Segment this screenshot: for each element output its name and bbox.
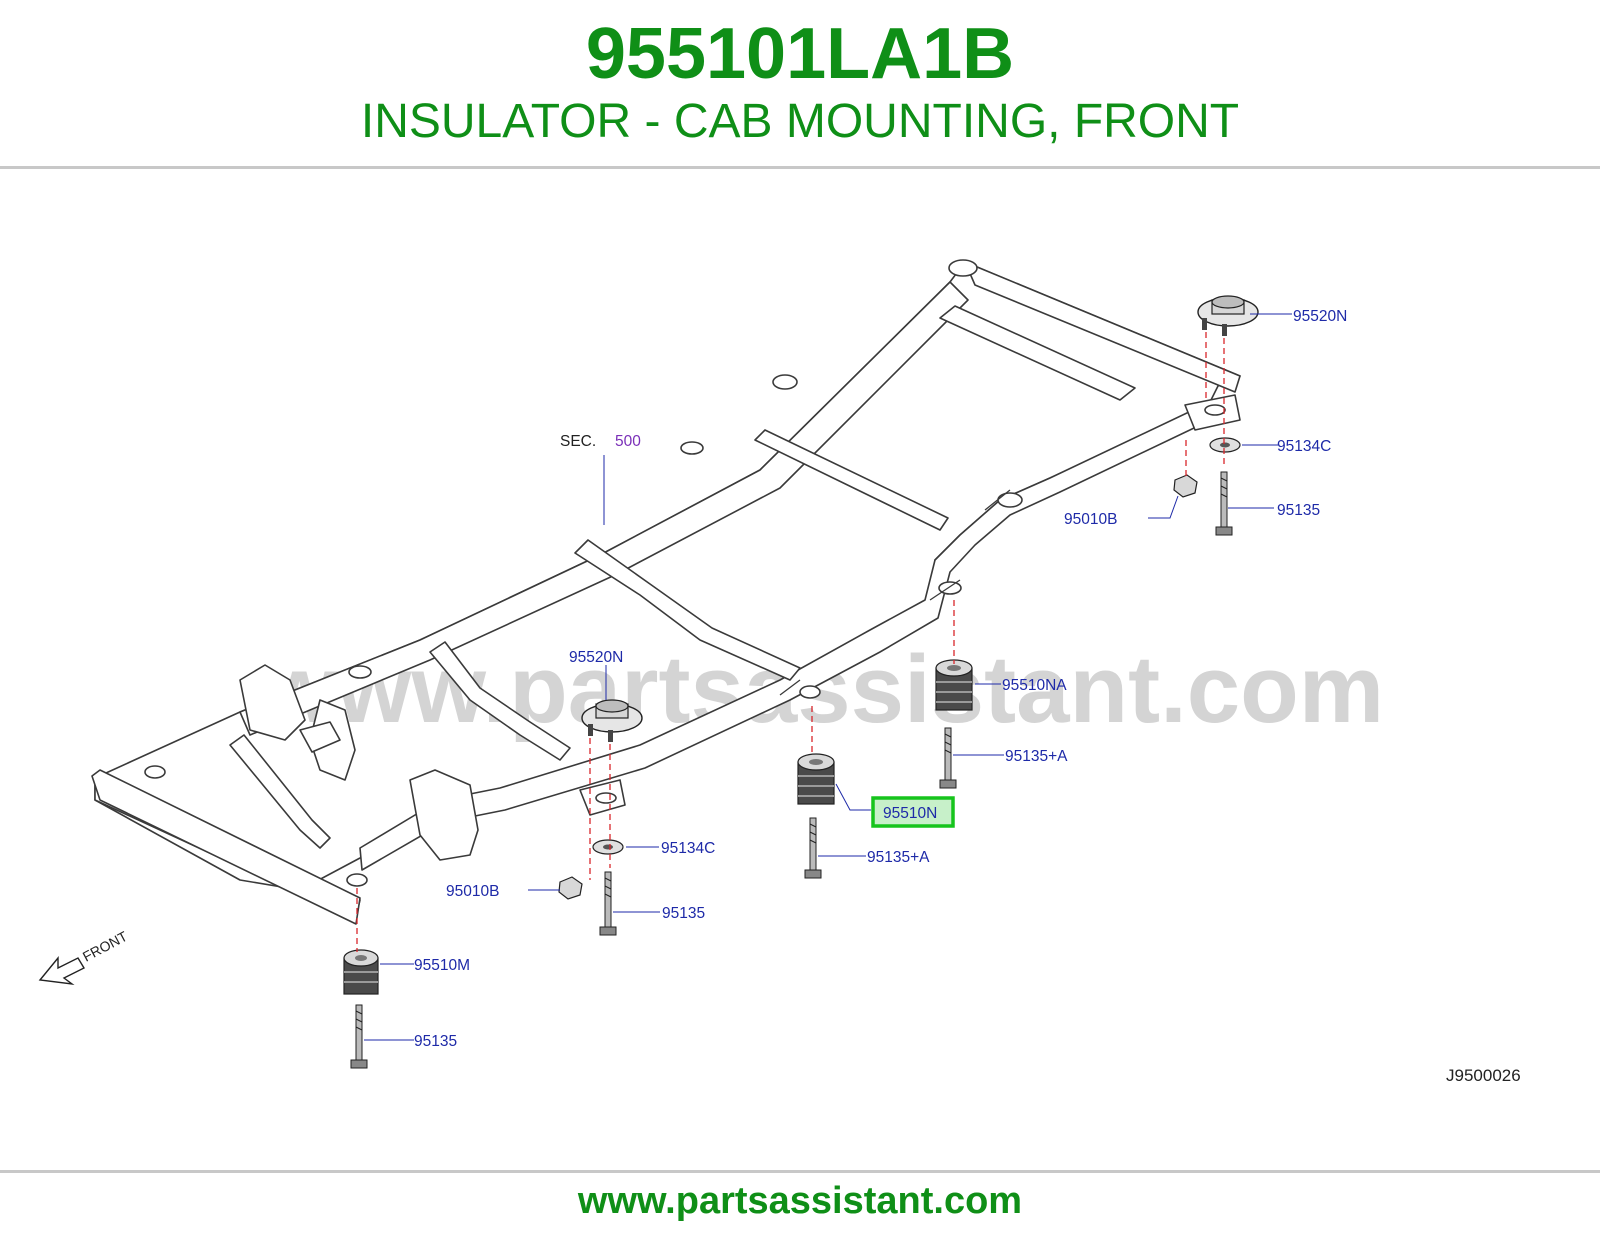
nut-95010B-rear-drawing bbox=[1173, 474, 1198, 498]
insulator-95510N-drawing bbox=[797, 753, 835, 805]
leader-lines bbox=[364, 313, 1292, 1041]
bolt-95135A-lower-drawing bbox=[804, 817, 822, 879]
front-direction-indicator: FRONT bbox=[38, 928, 130, 986]
bolt-95135-rear-drawing bbox=[1215, 471, 1233, 536]
label-95510NA[interactable]: 95510NA bbox=[1002, 677, 1067, 694]
insulator-95510NA-drawing bbox=[935, 659, 973, 711]
label-95134C-rear[interactable]: 95134C bbox=[1277, 438, 1331, 455]
section-prefix-label: SEC. bbox=[560, 433, 596, 450]
bolt-95135-front-drawing bbox=[350, 1004, 368, 1069]
label-95135-mid[interactable]: 95135 bbox=[662, 905, 705, 922]
label-95010B-rear[interactable]: 95010B bbox=[1064, 511, 1117, 528]
nut-95010B-mid-drawing bbox=[558, 876, 583, 900]
label-95510N-highlighted[interactable]: 95510N bbox=[883, 805, 937, 822]
bracket-95520N-rear-drawing bbox=[1197, 295, 1259, 336]
chassis-frame-drawing bbox=[91, 259, 1241, 925]
footer-url[interactable]: www.partsassistant.com bbox=[577, 1180, 1023, 1222]
label-95010B-mid[interactable]: 95010B bbox=[446, 883, 499, 900]
header-divider bbox=[0, 166, 1600, 169]
part-description: INSULATOR - CAB MOUNTING, FRONT bbox=[360, 95, 1240, 148]
assembly-dash-lines bbox=[356, 332, 1225, 952]
label-95135-front[interactable]: 95135 bbox=[414, 1033, 457, 1050]
highlighted-part-box bbox=[871, 796, 955, 828]
bolt-95135-mid-drawing bbox=[599, 871, 617, 936]
insulator-95510M-drawing bbox=[343, 949, 379, 995]
label-95135A-lower[interactable]: 95135+A bbox=[867, 849, 930, 866]
label-95135A-upper[interactable]: 95135+A bbox=[1005, 748, 1068, 765]
label-95520N-rear[interactable]: 95520N bbox=[1293, 308, 1347, 325]
front-label: FRONT bbox=[80, 928, 130, 965]
footer-divider bbox=[0, 1170, 1600, 1173]
part-number-title: 955101LA1B bbox=[585, 14, 1015, 94]
label-95135-rear[interactable]: 95135 bbox=[1277, 502, 1320, 519]
section-number-link[interactable]: 500 bbox=[615, 433, 641, 450]
diagram-code: J9500026 bbox=[1446, 1066, 1521, 1085]
label-95134C-mid[interactable]: 95134C bbox=[661, 840, 715, 857]
label-95520N-mid[interactable]: 95520N bbox=[569, 649, 623, 666]
bracket-95520N-mid-drawing bbox=[581, 699, 643, 742]
bolt-95135A-upper-drawing bbox=[939, 727, 957, 789]
front-arrow-icon bbox=[38, 956, 85, 986]
label-95510M[interactable]: 95510M bbox=[414, 957, 470, 974]
